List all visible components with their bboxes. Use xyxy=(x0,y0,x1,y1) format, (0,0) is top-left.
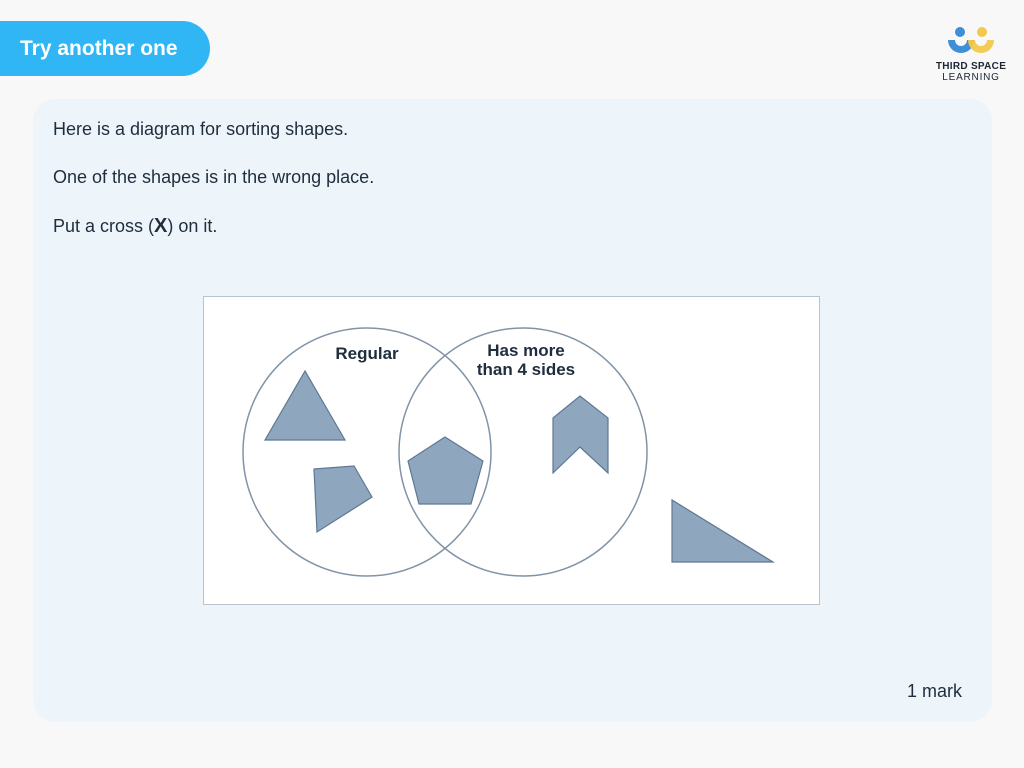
set-right-label-line1: Has more xyxy=(487,341,564,360)
venn-diagram: Regular Has more than 4 sides xyxy=(242,327,776,577)
question-line-1: Here is a diagram for sorting shapes. xyxy=(53,119,349,139)
set-regular-circle xyxy=(242,327,492,577)
set-more-than-4-sides-circle xyxy=(398,327,648,577)
set-regular-label: Regular xyxy=(335,344,399,363)
logo-text-line1: THIRD SPACE xyxy=(935,61,1007,72)
marks-label: 1 mark xyxy=(906,681,962,701)
question-card: Here is a diagram for sorting shapes. On… xyxy=(33,99,992,722)
question-line-2: One of the shapes is in the wrong place. xyxy=(53,167,375,187)
venn-diagram-box: Regular Has more than 4 sides xyxy=(203,296,820,605)
third-space-learning-logo: THIRD SPACE LEARNING xyxy=(928,26,1014,88)
question-line-3-end: ) on it. xyxy=(167,216,218,236)
question-line-3-start: Put a cross ( xyxy=(53,216,155,236)
set-right-label-line2: than 4 sides xyxy=(477,360,575,379)
concave-hexagon-shape[interactable] xyxy=(552,395,609,475)
irregular-quadrilateral-shape[interactable] xyxy=(313,465,373,534)
equilateral-triangle-shape[interactable] xyxy=(263,369,347,441)
try-another-button[interactable]: Try another one xyxy=(0,21,210,76)
cross-symbol: X xyxy=(154,215,168,237)
question-line-3: Put a cross (X) on it. xyxy=(53,215,217,238)
logo-mark-icon xyxy=(948,27,994,53)
logo-text-line2: LEARNING xyxy=(942,72,1000,83)
regular-pentagon-shape[interactable] xyxy=(407,436,484,505)
right-angled-triangle-shape[interactable] xyxy=(671,498,776,563)
